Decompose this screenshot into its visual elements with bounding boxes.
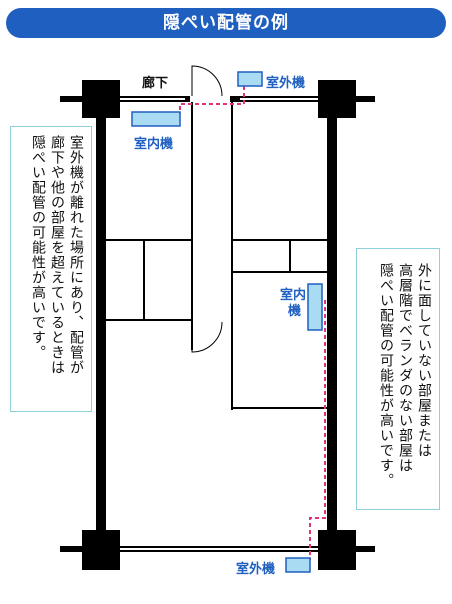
columns [82,80,356,570]
indoor-unit-right-label-2: 機 [288,304,302,319]
indoor-unit-right-box [307,283,323,331]
left-wall [96,96,106,546]
doors [191,65,223,353]
column-top-left [82,80,120,118]
room-door [191,321,223,353]
pipe-bottom [309,299,326,560]
outdoor-unit-bottom-box [285,557,311,573]
outdoor-unit-top-label: 室外機 [266,76,306,91]
column-bottom-right [318,530,356,570]
outdoor-unit-bottom-label: 室外機 [236,562,276,577]
units [131,71,323,573]
entrance-door [191,65,223,97]
window-lines [120,98,320,550]
title-text: 隠ぺい配管の例 [163,13,289,33]
corridor-label: 廊下 [142,76,169,91]
pipes [179,86,326,560]
walls [60,96,375,552]
callout-left-text: 室外機が離れた場所にあり、配管が 廊下や他の部屋を超えているときは 隠ぺい配管の… [30,135,84,375]
callout-left: 室外機が離れた場所にあり、配管が 廊下や他の部屋を超えているときは 隠ぺい配管の… [10,126,92,412]
column-top-right [318,80,356,118]
pipe-top [179,86,245,114]
outdoor-unit-top-box [237,71,263,87]
indoor-unit-left-box [131,111,181,127]
right-wall [327,96,337,546]
callout-right-text: 外に面していない部屋または 高層階でベランダのない部屋は 隠ぺい配管の可能性が高… [378,263,432,488]
column-bottom-left [82,530,120,570]
callout-right: 外に面していない部屋または 高層階でベランダのない部屋は 隠ぺい配管の可能性が高… [356,248,440,510]
interior-walls [106,102,327,410]
indoor-unit-left-label: 室内機 [134,137,174,152]
indoor-unit-right-label-1: 室内 [280,288,307,303]
title-banner: 隠ぺい配管の例 [6,8,446,38]
